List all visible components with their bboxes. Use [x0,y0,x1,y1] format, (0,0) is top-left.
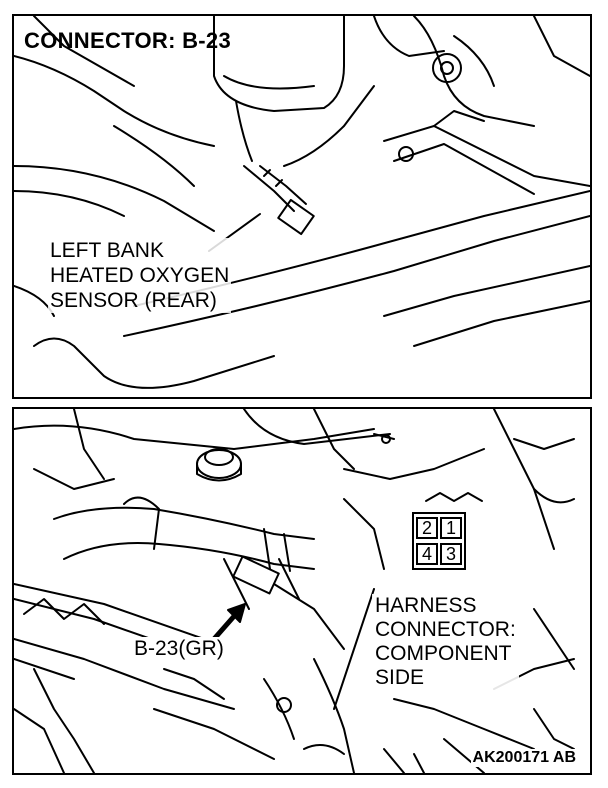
engine-illustration-bottom [14,409,575,773]
connector-pin: 1 [440,517,462,539]
sensor-location-panel: CONNECTOR: B-23 LEFT BANK HEATED OXYGEN … [12,14,592,399]
connector-location-panel: 2 1 4 3 B-23(GR) HARNESS CONNECTOR: COMP… [12,407,592,775]
harness-label-line: SIDE [375,666,425,689]
connector-pin-diagram: 2 1 4 3 [412,512,466,570]
connector-pin: 2 [416,517,438,539]
harness-label-line: COMPONENT [375,642,512,665]
connector-pin: 4 [416,543,438,565]
connector-title: CONNECTOR: B-23 [24,28,232,53]
harness-connector-label: HARNESS CONNECTOR: COMPONENT SIDE [372,594,519,690]
harness-label-line: HARNESS [375,594,477,617]
engine-illustration-top [14,16,590,389]
sensor-label-line: SENSOR (REAR) [50,289,217,312]
sensor-label: LEFT BANK HEATED OXYGEN SENSOR (REAR) [48,238,232,313]
sensor-label-line: LEFT BANK [50,239,164,262]
connector-pin: 3 [440,543,462,565]
harness-label-line: CONNECTOR: [375,618,516,641]
sensor-label-line: HEATED OXYGEN [50,264,230,287]
figure-code: AK200171 AB [470,749,578,767]
connector-callout: B-23(GR) [132,637,226,661]
